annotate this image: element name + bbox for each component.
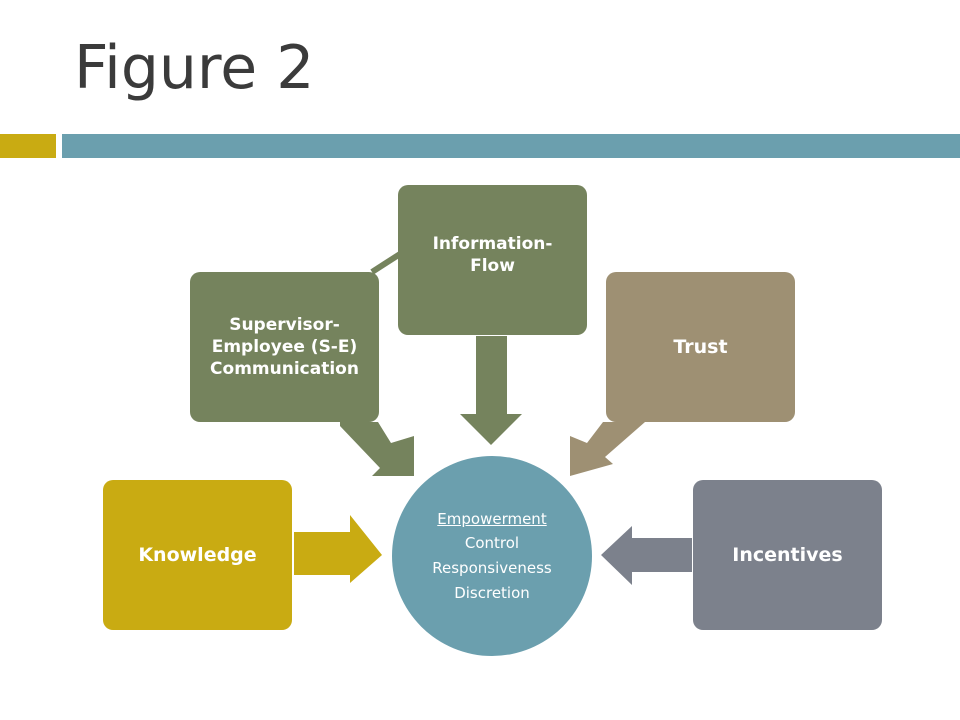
node-trust-label: Trust: [673, 336, 728, 358]
slide-title: Figure 2: [74, 33, 315, 103]
connector-line: [370, 251, 402, 275]
hub-line-discretion: Discretion: [454, 583, 530, 602]
arrow-incentives: [601, 526, 692, 585]
node-supervisor-employee: Supervisor- Employee (S-E) Communication: [190, 272, 379, 422]
hub-line-responsiveness: Responsiveness: [432, 559, 552, 577]
arrow-trust: [570, 422, 645, 476]
node-knowledge-label: Knowledge: [138, 544, 257, 566]
hub-title: Empowerment: [437, 509, 547, 528]
title-rule-accent: [0, 134, 56, 158]
hub-empowerment: Empowerment Control Responsiveness Discr…: [392, 456, 592, 656]
hub-line-control: Control: [464, 534, 520, 553]
node-incentives: Incentives: [693, 480, 882, 630]
node-knowledge: Knowledge: [103, 480, 292, 630]
arrow-information-flow: [460, 336, 522, 445]
arrow-supervisor-employee: [340, 422, 414, 476]
node-information-flow: Information- Flow: [398, 185, 587, 335]
title-rule: [62, 134, 960, 158]
node-incentives-label: Incentives: [732, 544, 843, 566]
arrow-knowledge: [294, 515, 382, 583]
node-information-flow-label: Information- Flow: [432, 234, 553, 277]
node-trust: Trust: [606, 272, 795, 422]
node-supervisor-employee-label: Supervisor- Employee (S-E) Communication: [210, 314, 359, 380]
